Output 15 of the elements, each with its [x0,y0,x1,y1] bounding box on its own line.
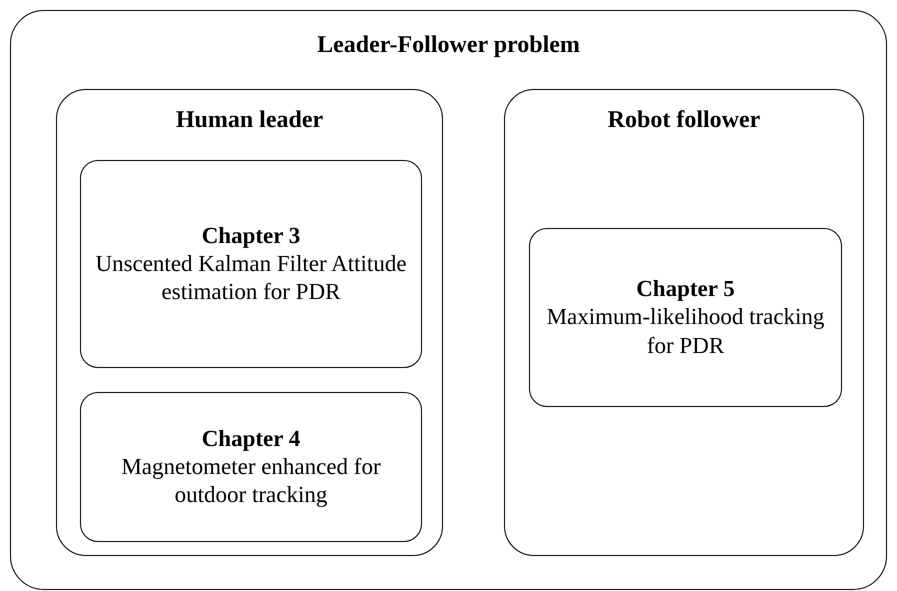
outer-panel [10,10,887,590]
heading: Chapter 5 [636,275,735,304]
description-text: Magnetometer enhanced for outdoor tracking [120,452,382,510]
chapter-card [80,392,422,542]
heading: Human leader [176,106,324,135]
group-panel [56,89,443,556]
heading: Chapter 4 [202,424,300,453]
chapter-card [529,228,842,407]
heading: Robot follower [608,106,760,135]
heading: Leader-Follower problem [317,31,580,60]
heading: Chapter 3 [202,222,300,250]
group-panel [504,89,864,556]
description-text: Unscented Kalman Filter Attitude estimation for PDR [94,250,408,306]
description-text: Maximum-likelihood tracking for PDR [546,303,826,360]
chapter-card [80,160,422,368]
